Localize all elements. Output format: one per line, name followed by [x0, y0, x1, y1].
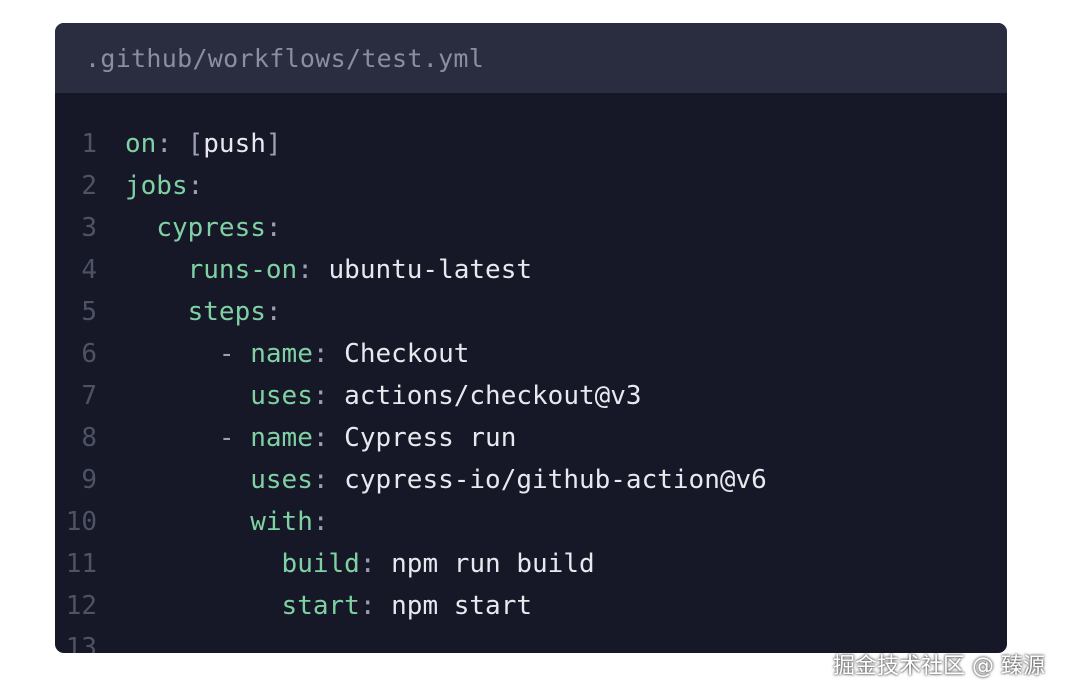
code-line: 6 - name: Checkout — [55, 333, 1007, 375]
yaml-value: npm run build — [391, 549, 595, 579]
list-dash: - — [218, 423, 251, 453]
yaml-separator: : — [265, 297, 282, 327]
yaml-key: start — [281, 591, 360, 621]
yaml-key: cypress — [156, 213, 266, 243]
line-number: 5 — [81, 297, 97, 327]
yaml-key: steps — [187, 297, 266, 327]
line-number: 2 — [81, 171, 97, 201]
yaml-separator: : — [265, 213, 282, 243]
line-code: build: npm run build — [97, 549, 595, 579]
line-number: 10 — [65, 507, 97, 537]
line-number: 3 — [81, 213, 97, 243]
list-dash: - — [218, 339, 251, 369]
code-indent — [125, 423, 219, 453]
code-indent — [125, 255, 188, 285]
code-line: 11 build: npm run build — [55, 543, 1007, 585]
line-number: 1 — [81, 129, 97, 159]
code-indent — [125, 591, 282, 621]
line-code: uses: cypress-io/github-action@v6 — [97, 465, 767, 495]
yaml-key: build — [281, 549, 360, 579]
code-line: 4 runs-on: ubuntu-latest — [55, 249, 1007, 291]
line-code: on: [push] — [97, 129, 282, 159]
yaml-separator: : — [359, 591, 392, 621]
line-code: - name: Checkout — [97, 339, 469, 369]
code-line: 3 cypress: — [55, 207, 1007, 249]
yaml-key: uses — [250, 465, 313, 495]
line-number: 4 — [81, 255, 97, 285]
line-number: 9 — [81, 465, 97, 495]
yaml-value: ubuntu-latest — [328, 255, 533, 285]
yaml-value: actions/checkout@v3 — [344, 381, 642, 411]
yaml-key: with — [250, 507, 313, 537]
code-line: 5 steps: — [55, 291, 1007, 333]
line-code: jobs: — [97, 171, 203, 201]
code-line: 10 with: — [55, 501, 1007, 543]
yaml-separator: : — [312, 423, 345, 453]
line-number: 13 — [65, 633, 97, 653]
yaml-key: runs-on — [187, 255, 298, 285]
yaml-value: cypress-io/github-action@v6 — [344, 465, 767, 495]
line-number: 6 — [81, 339, 97, 369]
yaml-separator: : — [297, 255, 329, 285]
code-indent — [125, 297, 188, 327]
yaml-key: name — [250, 423, 313, 453]
line-code: cypress: — [97, 213, 282, 243]
line-number: 11 — [65, 549, 97, 579]
file-header: .github/workflows/test.yml — [55, 23, 1007, 93]
bracket-close: ] — [265, 129, 282, 159]
yaml-key: name — [250, 339, 313, 369]
code-indent — [125, 339, 219, 369]
yaml-separator: : — [156, 129, 188, 159]
yaml-separator: : — [312, 339, 345, 369]
line-number: 12 — [65, 591, 97, 621]
bracket-open: [ — [187, 129, 204, 159]
line-number: 7 — [81, 381, 97, 411]
code-indent — [125, 213, 156, 243]
yaml-separator: : — [187, 171, 204, 201]
line-code: uses: actions/checkout@v3 — [97, 381, 642, 411]
line-code: - name: Cypress run — [97, 423, 516, 453]
line-code: start: npm start — [97, 591, 532, 621]
code-indent — [125, 507, 250, 537]
yaml-key: on — [125, 129, 157, 159]
yaml-key: uses — [250, 381, 313, 411]
line-number: 8 — [81, 423, 97, 453]
yaml-separator: : — [312, 507, 329, 537]
yaml-value: Checkout — [344, 339, 470, 369]
yaml-key: jobs — [125, 171, 188, 201]
code-line: 13 — [55, 627, 1007, 653]
line-code: with: — [97, 507, 329, 537]
yaml-separator: : — [312, 465, 345, 495]
code-line: 7 uses: actions/checkout@v3 — [55, 375, 1007, 417]
yaml-separator: : — [359, 549, 392, 579]
code-line: 9 uses: cypress-io/github-action@v6 — [55, 459, 1007, 501]
file-name: .github/workflows/test.yml — [85, 43, 485, 73]
yaml-separator: : — [312, 381, 345, 411]
code-indent — [125, 465, 250, 495]
code-line: 8 - name: Cypress run — [55, 417, 1007, 459]
code-indent — [125, 381, 250, 411]
yaml-value: Cypress run — [344, 423, 517, 453]
yaml-value: npm start — [391, 591, 533, 621]
yaml-value: push — [203, 129, 266, 159]
code-line: 12 start: npm start — [55, 585, 1007, 627]
code-indent — [125, 549, 282, 579]
line-code: steps: — [97, 297, 282, 327]
watermark: 掘金技术社区 @ 臻源 — [833, 654, 1045, 679]
line-code: runs-on: ubuntu-latest — [97, 255, 532, 285]
